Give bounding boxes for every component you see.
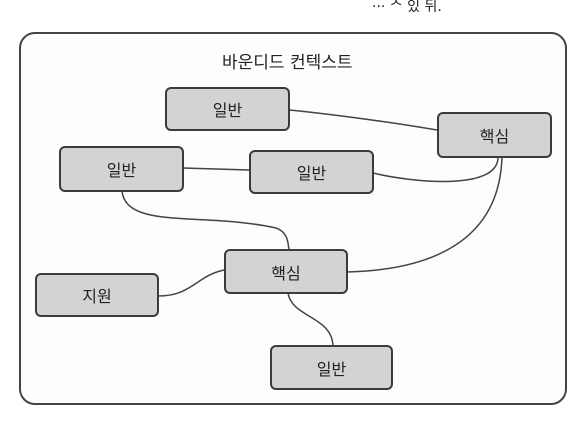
cropped-text-fragment: ··· ᄉ 있 뒤. <box>372 0 442 15</box>
link-core-center-to-core-right <box>346 155 503 273</box>
generic-subdomain-middle: 일반 <box>249 150 374 194</box>
link-core-center-to-generic-bottom <box>287 292 334 347</box>
link-generic-top-to-core-right <box>288 109 438 131</box>
supporting-subdomain: 지원 <box>35 273 159 317</box>
link-generic-middle-to-core-right <box>372 155 499 183</box>
core-subdomain-center: 핵심 <box>224 249 348 294</box>
bounded-context-title: 바운디드 컨텍스트 <box>222 53 353 73</box>
generic-subdomain-left: 일반 <box>59 146 184 192</box>
core-subdomain-right: 핵심 <box>437 112 552 158</box>
generic-subdomain-bottom: 일반 <box>270 345 393 390</box>
link-supporting-to-core-center <box>157 269 225 297</box>
bounded-context-boundary <box>19 32 567 405</box>
generic-subdomain-top: 일반 <box>165 87 290 131</box>
link-generic-left-to-generic-middle <box>182 167 250 171</box>
link-generic-left-to-core-center <box>121 190 290 251</box>
